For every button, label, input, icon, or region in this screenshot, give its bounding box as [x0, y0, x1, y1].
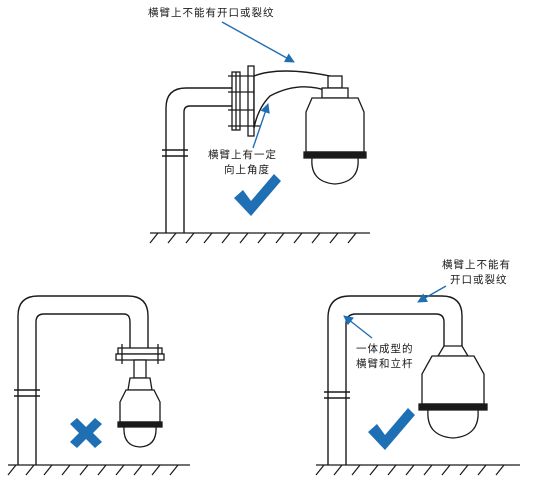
- bottom-left-scene: [7, 295, 190, 476]
- top-callout-no-openings: 横臂上不能有开口或裂纹: [148, 6, 275, 19]
- bottom-right-callout-no-openings-line2: 开口或裂纹: [450, 273, 508, 286]
- bottom-right-check-icon: [368, 408, 415, 450]
- top-scene: 横臂上不能有开口或裂纹 横臂上有一定 向上角度: [148, 6, 370, 244]
- top-callout-upward-line1: 横臂上有一定: [208, 148, 277, 161]
- top-check-icon: [234, 174, 281, 216]
- bottom-left-ground: [7, 464, 190, 476]
- bottom-right-arrow-no-openings: [417, 285, 447, 303]
- bottom-left-pole: [14, 295, 149, 465]
- bottom-right-callout-integral-line2: 横臂和立杆: [356, 357, 414, 370]
- bottom-left-cross-icon: [70, 418, 102, 448]
- bottom-right-ground: [315, 464, 520, 476]
- top-pole: [162, 87, 232, 233]
- top-arrow-no-openings: [221, 21, 295, 63]
- top-dome-camera: [303, 75, 367, 185]
- bottom-right-callout-integral-line1: 一体成型的: [356, 342, 414, 355]
- top-callout-upward-line2: 向上角度: [224, 163, 270, 176]
- bottom-right-callout-no-openings-line1: 横臂上不能有: [442, 258, 511, 271]
- top-bracket-arm: [253, 70, 331, 129]
- bottom-right-dome-camera: [418, 345, 488, 439]
- bottom-right-scene: 横臂上不能有 开口或裂纹 一体成型的 横臂和立杆: [315, 258, 520, 476]
- top-ground: [149, 232, 370, 244]
- bottom-right-arrow-integral: [343, 315, 373, 339]
- top-arrow-upward-angle: [252, 103, 270, 149]
- bottom-left-dome-camera: [117, 359, 163, 448]
